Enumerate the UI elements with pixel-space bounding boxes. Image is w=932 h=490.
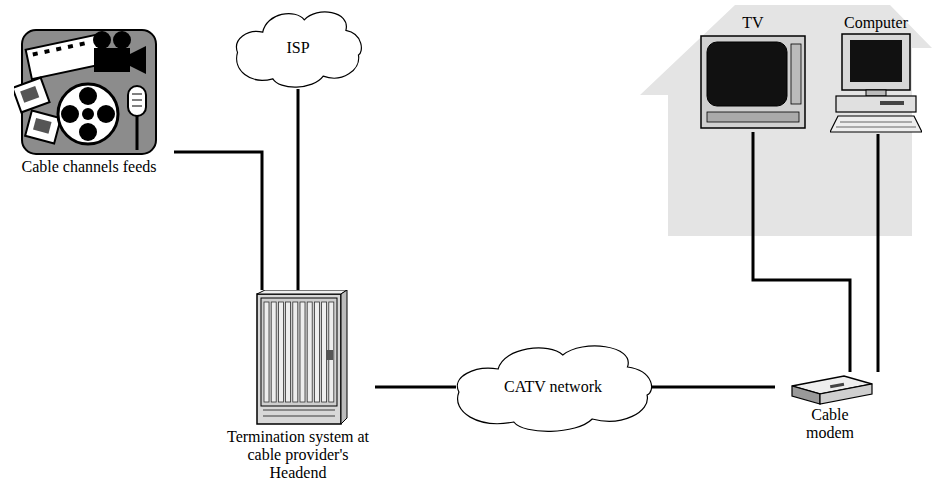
termination-system-icon [243, 290, 353, 428]
channel-feeds: Cable channels feeds [4, 26, 174, 176]
cable-modem: Cable modem [775, 372, 885, 442]
tv-set: TV [695, 14, 811, 132]
node-label: CATV network [504, 378, 602, 396]
node-label: Termination system at cable provider's H… [223, 428, 373, 482]
computer: Computer [824, 14, 928, 134]
node-label: TV [695, 14, 811, 32]
cable-line [297, 89, 300, 290]
computer-icon [830, 32, 922, 134]
cable-line [877, 134, 880, 372]
house-shape [640, 5, 932, 236]
isp-cloud: ISP [235, 4, 361, 92]
node-label: ISP [286, 39, 309, 57]
cable-line [174, 152, 262, 290]
catv-cloud: CATV network [455, 337, 651, 437]
channel-feeds-icon [14, 26, 164, 158]
node-label: Cable channels feeds [4, 158, 174, 176]
tv-set-icon [697, 32, 809, 132]
cable-modem-icon [784, 372, 876, 406]
node-label: Cable modem [798, 406, 862, 442]
node-label: Computer [824, 14, 928, 32]
termination-system: Termination system at cable provider's H… [221, 290, 375, 482]
cable-line [375, 386, 456, 389]
cable-line [650, 386, 775, 389]
cable-line [753, 132, 850, 372]
